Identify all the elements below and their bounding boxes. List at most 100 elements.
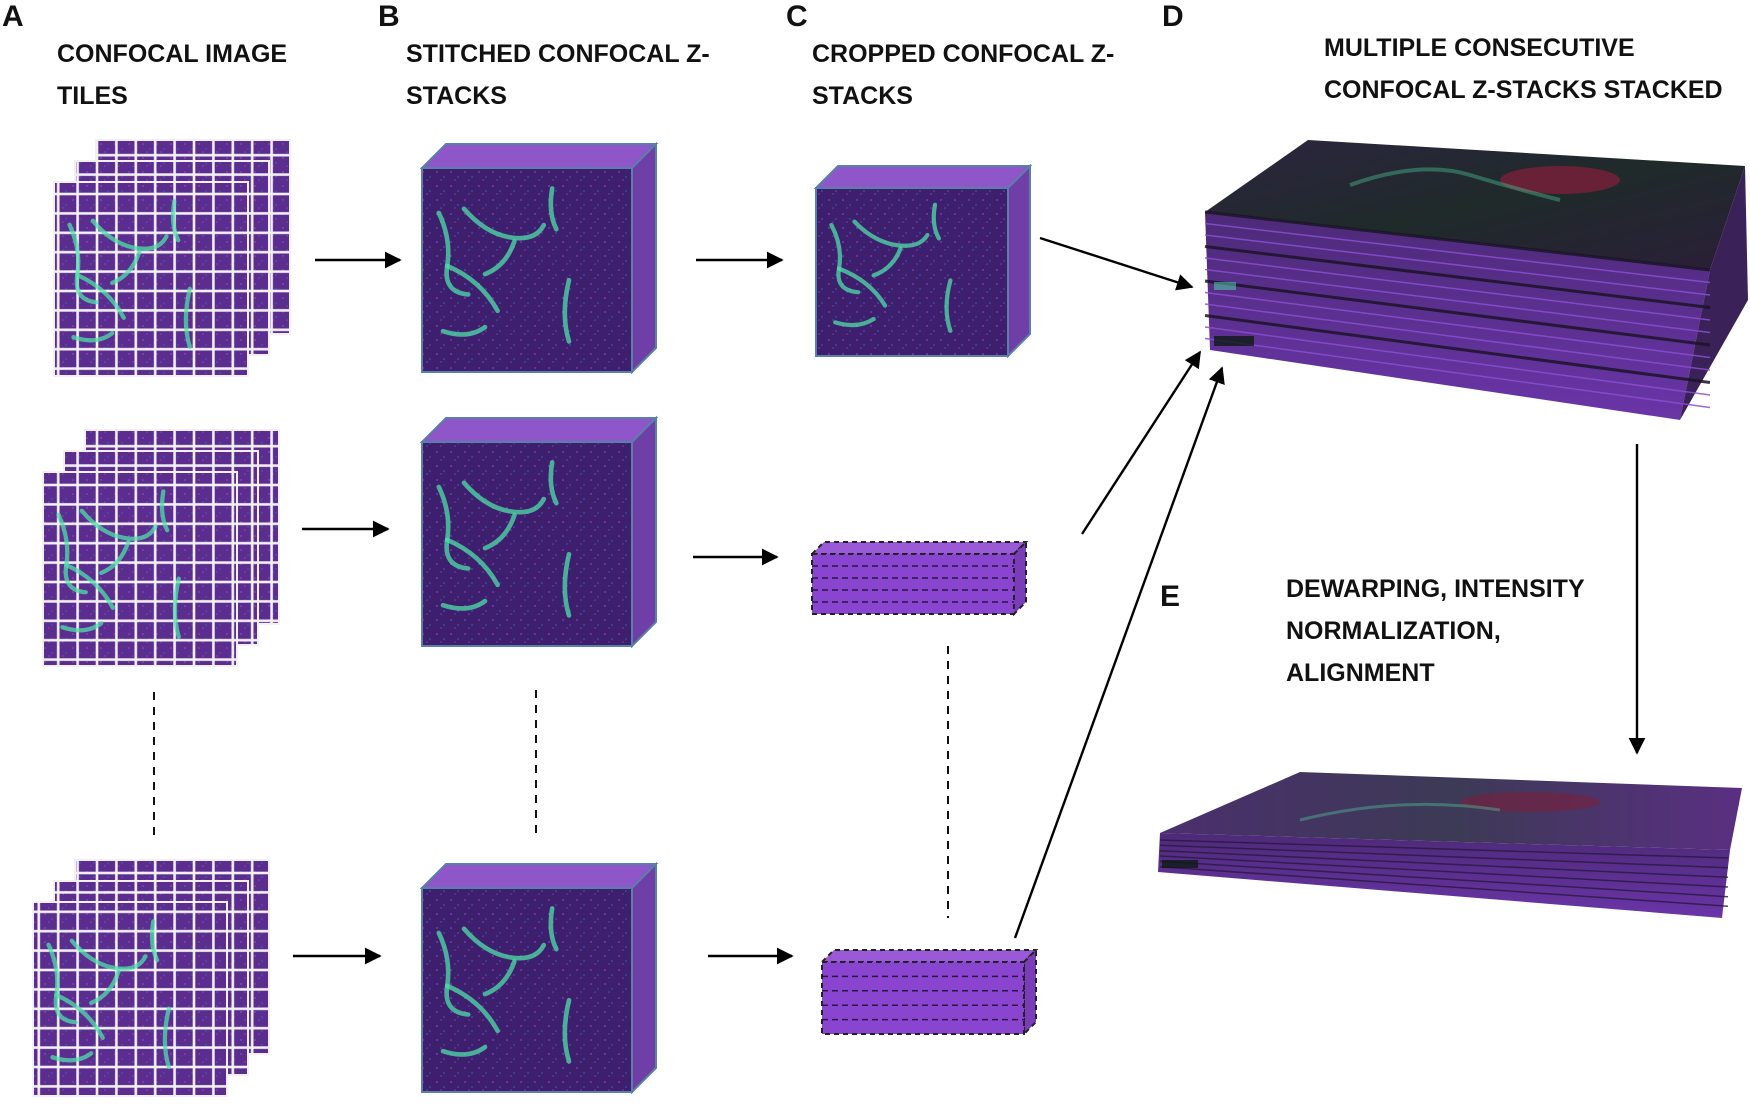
cube-side-face: [631, 861, 657, 1095]
vessel-signal: [99, 539, 131, 576]
vessel-signal: [444, 537, 500, 588]
cube-side-face: [1007, 163, 1031, 359]
tile-stack-2: [42, 429, 280, 667]
flat-top-face: [1160, 772, 1742, 850]
vessel-signal: [833, 316, 876, 328]
vessel-signal: [482, 513, 517, 551]
vessel-signal: [944, 278, 953, 333]
caption-line: CONFOCAL IMAGE: [57, 40, 288, 68]
stack-layer-line: [1204, 279, 1711, 347]
vessel-signal: [444, 983, 500, 1034]
stack-layer-line: [1204, 326, 1711, 396]
caption-line: STACKS: [812, 82, 913, 110]
flat-layer-line: [1159, 865, 1729, 908]
vessel-signal: [444, 263, 500, 314]
vessel-signal: [75, 272, 126, 320]
caption-line: NORMALIZATION,: [1286, 617, 1501, 645]
vessel-signal: [548, 186, 559, 232]
vessel-signal: [149, 919, 160, 963]
tile-stack-3: [32, 859, 270, 1097]
vessel-signal: [110, 249, 142, 286]
vessel-signal: [89, 969, 121, 1006]
vessel-signal: [50, 1051, 94, 1063]
slab-side-face: [1023, 947, 1037, 1037]
vessel-signal: [172, 576, 181, 640]
vessel-signal: [562, 997, 572, 1064]
stack-edge-signal: [1214, 282, 1236, 290]
flat-layer-line: [1159, 860, 1729, 898]
panel-label-a: A: [2, 0, 24, 33]
vessel-signal: [54, 992, 105, 1040]
vessel-signal: [90, 218, 169, 251]
vessel-signal: [60, 621, 104, 633]
caption-line: ALIGNMENT: [1286, 659, 1435, 687]
stitched-cube-1: [419, 141, 659, 375]
panel-label-e: E: [1160, 580, 1181, 613]
vessel-signal: [548, 460, 559, 506]
vessel-signal: [461, 480, 547, 515]
vessel-signal: [482, 959, 517, 997]
cube-top-face: [419, 143, 659, 169]
vessel-signal: [440, 598, 488, 611]
slab-side-face: [1013, 539, 1027, 617]
stack-edge-dark: [1214, 336, 1254, 346]
stack-layer-line: [1204, 337, 1711, 409]
flat-layer-line: [1159, 839, 1729, 859]
cube-side-face: [631, 141, 657, 375]
arrow-c2-to-d: [1080, 350, 1202, 535]
vessel-signal: [170, 199, 181, 243]
tile-sheet-border: [53, 181, 249, 377]
vessel-signal: [440, 324, 488, 337]
caption-line: STACKS: [406, 82, 507, 110]
vessel-signal: [461, 926, 547, 961]
vessel-signal: [852, 219, 930, 248]
slab-top-face: [809, 541, 1029, 555]
cube-top-face: [813, 165, 1033, 189]
caption-line: CONFOCAL Z-STACKS STACKED: [1324, 76, 1723, 104]
vessel-signal: [79, 508, 158, 541]
stack-layer-line: [1204, 257, 1711, 321]
vessel-signal: [548, 906, 559, 952]
flat-green-trace: [1299, 802, 1501, 822]
slab-top-face: [819, 949, 1039, 963]
vessel-signal: [71, 331, 115, 343]
stack-layer-line: [1204, 234, 1711, 296]
panel-label-d: D: [1162, 0, 1184, 33]
flat-edge-dark: [1162, 860, 1198, 868]
vessel-signal: [562, 551, 572, 618]
caption-line: DEWARPING, INTENSITY: [1286, 575, 1585, 603]
vessel-signal: [482, 239, 517, 277]
stacked-volume: [1204, 140, 1748, 420]
aligned-volume: [1158, 772, 1742, 918]
stack-red-region: [1500, 166, 1620, 194]
vessel-signal: [461, 206, 547, 241]
vessel-signal: [64, 562, 115, 610]
vessel-signal: [183, 286, 192, 350]
vessel-signal: [931, 202, 942, 241]
stack-layer-line: [1204, 210, 1711, 272]
caption-cropped-z-stacks: CROPPED CONFOCAL Z- STACKS: [812, 33, 1114, 117]
panel-label-b: B: [378, 0, 400, 33]
caption-line: TILES: [57, 82, 128, 110]
vessel-signal: [69, 938, 148, 971]
vessel-signal: [871, 246, 903, 278]
stack-layer-line: [1204, 314, 1711, 384]
vessel-signal: [562, 277, 572, 344]
tile-stack-1: [53, 139, 291, 377]
vessel-signal: [162, 1006, 171, 1070]
stack-layer-line: [1204, 222, 1711, 284]
flat-layer-line: [1159, 855, 1729, 888]
caption-stacked-z-stacks: MULTIPLE CONSECUTIVE CONFOCAL Z-STACKS S…: [1324, 27, 1723, 111]
slab-front-face: [811, 553, 1015, 615]
cropped-slab-3: [819, 947, 1039, 1037]
caption-confocal-image-tiles: CONFOCAL IMAGE TILES: [57, 33, 287, 117]
stitched-cube-3: [419, 861, 659, 1095]
cube-top-face: [419, 863, 659, 889]
vessel-signal: [159, 489, 170, 533]
stack-layer-line: [1204, 245, 1711, 309]
tile-sheet-border: [42, 471, 238, 667]
caption-line: CROPPED CONFOCAL Z-: [812, 40, 1115, 68]
panel-label-c: C: [786, 0, 808, 33]
